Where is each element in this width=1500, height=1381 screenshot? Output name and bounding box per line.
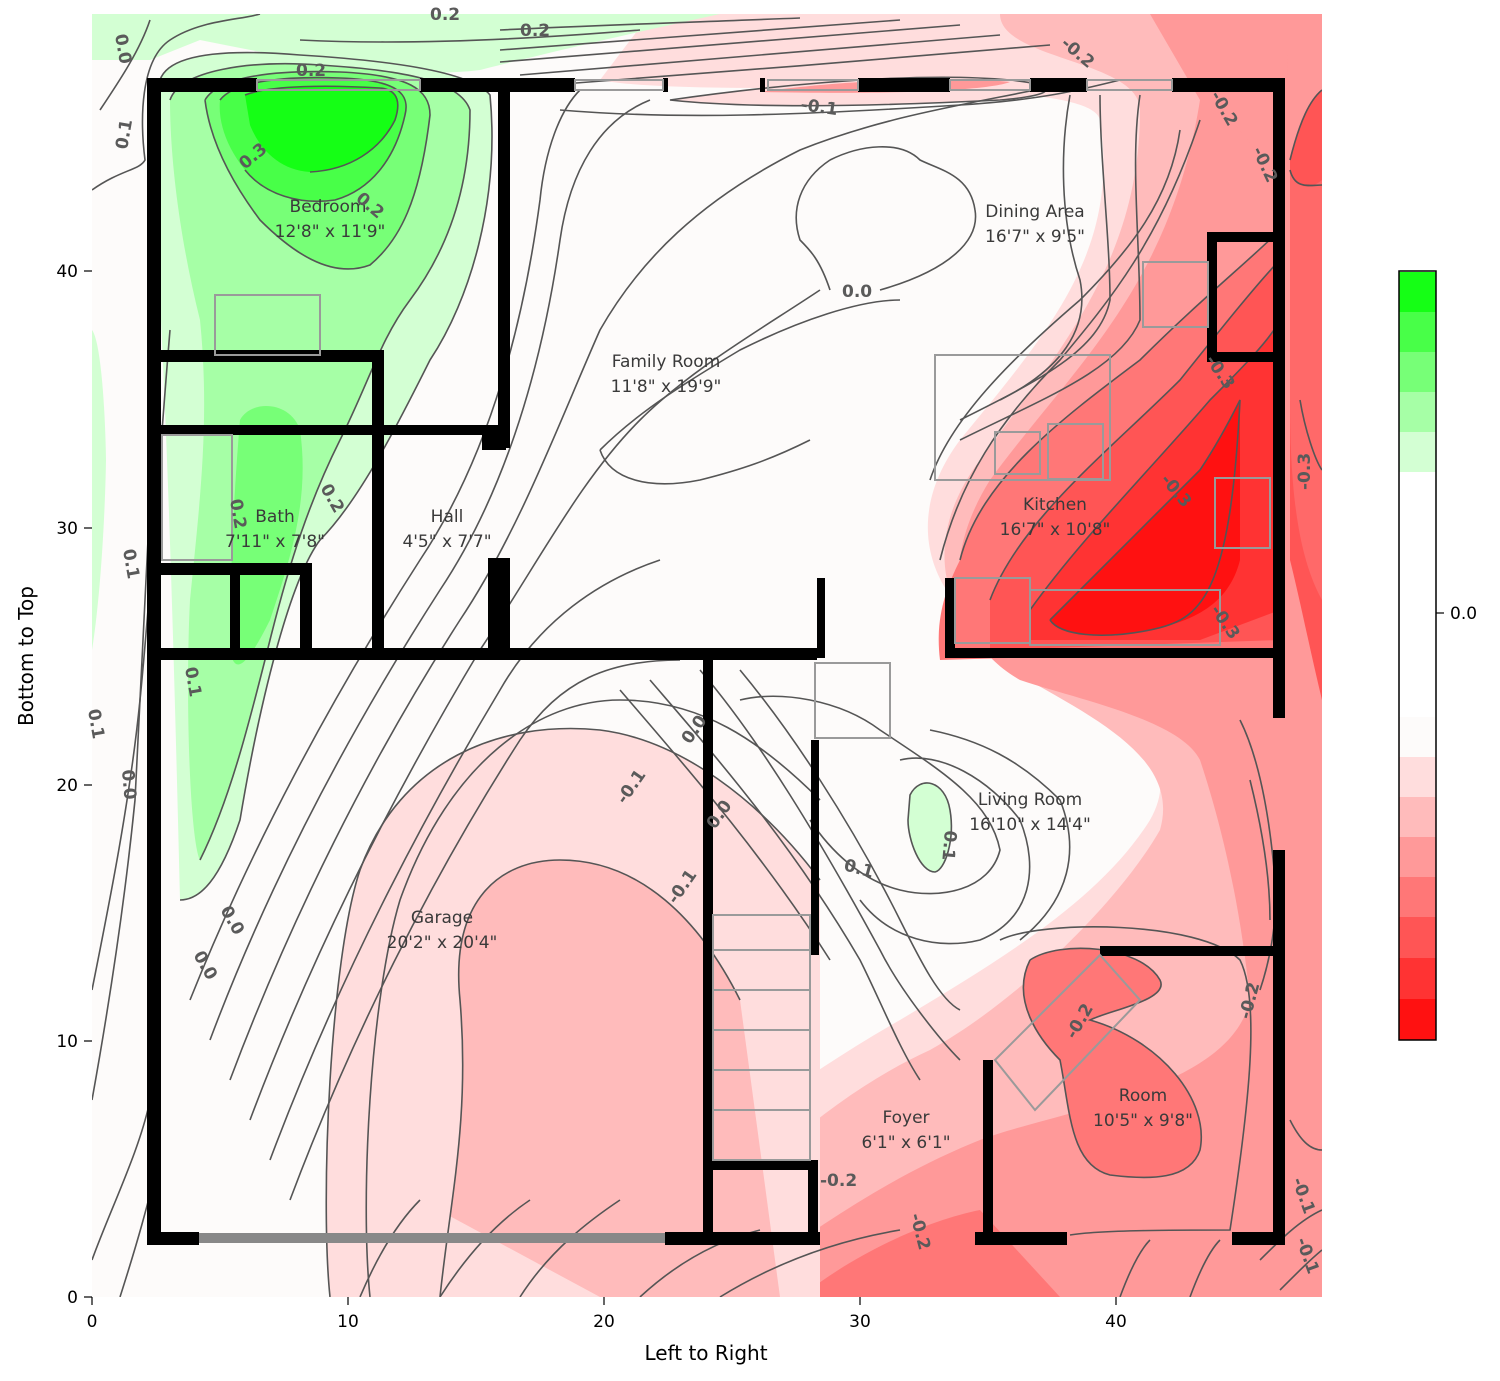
room-label-dining-area: Dining Area <box>985 202 1084 222</box>
contour-label: 0.2 <box>520 21 550 41</box>
contour-label: 0.2 <box>296 61 326 81</box>
room-label-garage: Garage <box>411 908 473 928</box>
x-axis: 0 10 20 30 40 Left to Right <box>87 1297 1127 1365</box>
garage-neg-0.1 <box>440 860 780 1297</box>
room-labels: Bedroom 12'8" x 11'9" Bath 7'11" x 7'8" … <box>225 197 1193 1153</box>
x-tick-label: 0 <box>87 1312 98 1332</box>
room-dims-hall: 4'5" x 7'7" <box>402 532 491 552</box>
room-label-foyer: Foyer <box>882 1108 929 1128</box>
contour-label: -0.3 <box>1295 453 1315 490</box>
room-dims-garage: 20'2" x 20'4" <box>387 933 498 953</box>
room-dims-kitchen: 16'7" x 10'8" <box>1000 520 1111 540</box>
kitchen-neg-0.4 <box>1050 400 1240 636</box>
bath-green-0.2 <box>230 406 303 665</box>
x-tick-label: 20 <box>593 1312 615 1332</box>
x-axis-label: Left to Right <box>644 1341 767 1365</box>
bottom-band-neg <box>360 1200 600 1297</box>
colorbar: 0.0 <box>1398 270 1477 1041</box>
room-label-hall: Hall <box>431 507 464 527</box>
top-green-0.05 <box>92 14 720 73</box>
y-axis-label: Bottom to Top <box>14 586 38 726</box>
contour-label: 0.0 <box>117 769 140 801</box>
x-tick-label: 30 <box>849 1312 871 1332</box>
room-dims-bath: 7'11" x 7'8" <box>225 532 325 552</box>
region-neg-0.25 <box>800 1210 1060 1297</box>
room-label-bath: Bath <box>255 507 295 527</box>
room-neg-0.25 <box>1023 948 1202 1178</box>
room-dims-room: 10'5" x 9'8" <box>1093 1111 1193 1131</box>
contour-label: -0.2 <box>820 1171 857 1191</box>
y-tick-label: 0 <box>67 1288 78 1308</box>
room-dims-living-room: 16'10" x 14'4" <box>969 815 1091 835</box>
room-dims-family-room: 11'8" x 19'9" <box>611 377 722 397</box>
room-dims-bedroom: 12'8" x 11'9" <box>275 222 386 242</box>
y-tick-label: 10 <box>56 1032 78 1052</box>
room-label-kitchen: Kitchen <box>1023 495 1087 515</box>
living-green-0.1 <box>908 783 952 872</box>
room-label-family-room: Family Room <box>612 352 721 372</box>
contour-label: 0.1 <box>937 830 960 862</box>
y-tick-label: 30 <box>56 519 78 539</box>
x-tick-label: 10 <box>337 1312 359 1332</box>
room-label-room: Room <box>1119 1086 1167 1106</box>
bedroom-green-0.15 <box>170 63 470 861</box>
y-tick-label: 40 <box>56 262 78 282</box>
room-label-living-room: Living Room <box>978 790 1082 810</box>
left-green-0.05 <box>92 330 106 650</box>
x-tick-label: 40 <box>1105 1312 1127 1332</box>
y-tick-label: 20 <box>56 776 78 796</box>
colorbar-tick-label: 0.0 <box>1450 604 1477 624</box>
contour-label: 0.1 <box>83 707 108 740</box>
room-dims-dining-area: 16'7" x 9'5" <box>985 227 1085 247</box>
bedroom-green-0.3 <box>245 86 398 172</box>
topright-neg <box>1150 14 1290 220</box>
floor-plan <box>147 78 1285 1245</box>
contour-label: 0.0 <box>842 282 872 302</box>
room-label-bedroom: Bedroom <box>290 197 367 217</box>
contour-label: 0.2 <box>430 5 460 25</box>
y-axis: 0 10 20 30 40 Bottom to Top <box>14 262 92 1308</box>
room-dims-foyer: 6'1" x 6'1" <box>861 1133 950 1153</box>
